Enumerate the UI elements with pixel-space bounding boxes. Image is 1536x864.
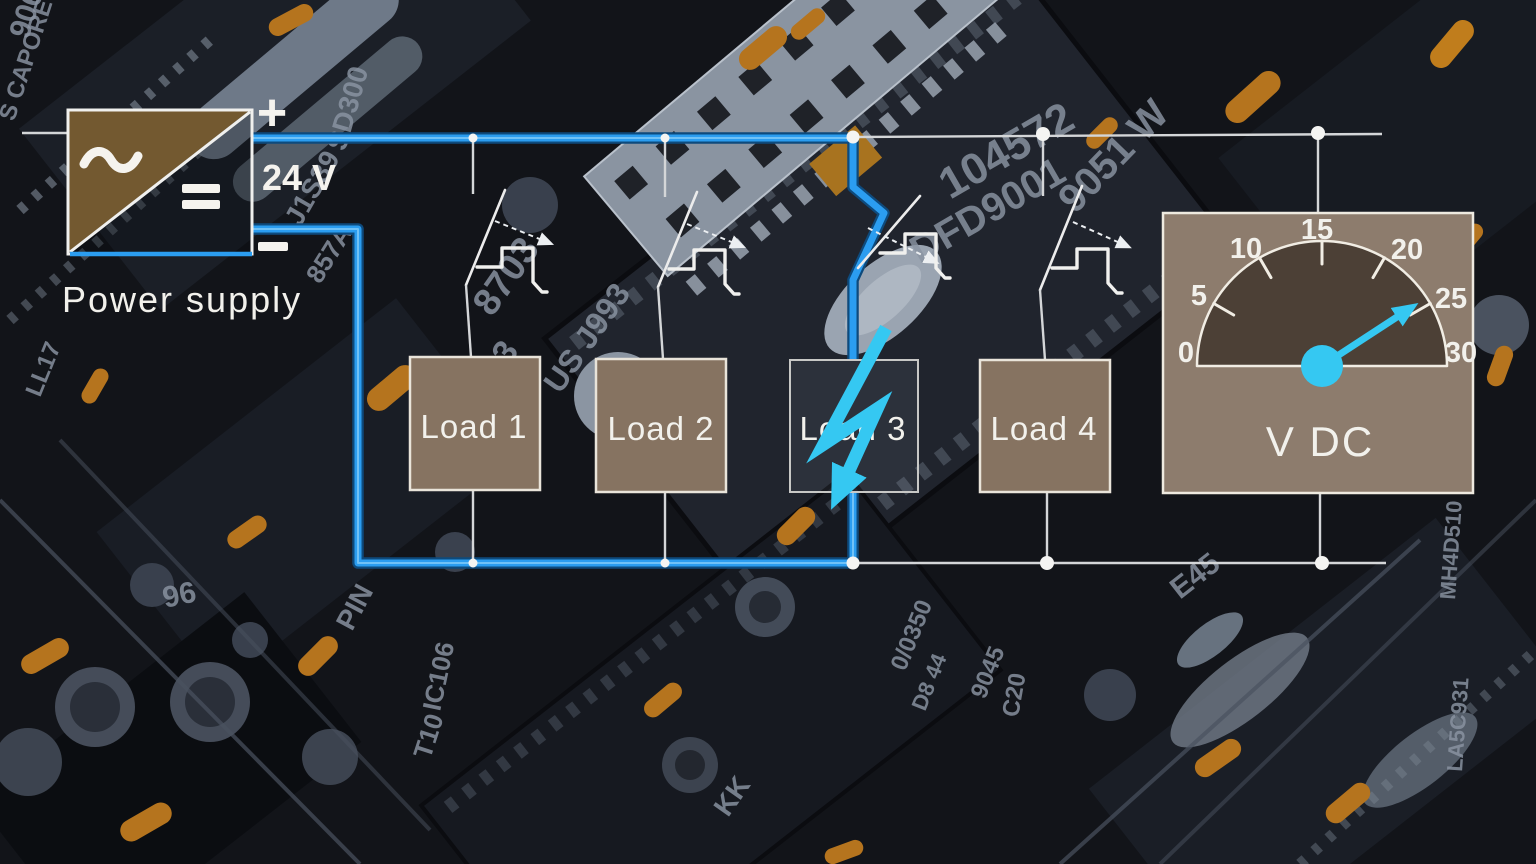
- junction-nodes: [468, 126, 1329, 570]
- positive-terminal-label: +: [257, 84, 287, 142]
- gauge-ticks: [1212, 239, 1432, 317]
- actuation-arrow-icon: [686, 223, 747, 249]
- actuator-linkage-icon: [475, 246, 549, 294]
- load-2: Load 2: [594, 357, 728, 494]
- neutral-bus-wires: [22, 131, 1386, 565]
- ac-waveform-icon: [79, 147, 143, 173]
- actuation-arrow-icon: [494, 220, 555, 246]
- load-1: Load 1: [408, 355, 542, 492]
- svg-text:15: 15: [1301, 214, 1333, 246]
- dc-symbol-icon: [182, 184, 220, 209]
- load-label: Load 4: [991, 410, 1098, 447]
- svg-text:0: 0: [1178, 337, 1194, 369]
- gauge-scale-numbers: 0 5 10 15 20 25 30: [1178, 214, 1477, 369]
- active-current-path: [252, 132, 890, 569]
- actuator-linkage-icon: [878, 232, 952, 280]
- short-circuit-lightning-arrow-icon: [806, 324, 893, 510]
- load-return-wires: [471, 490, 1049, 562]
- power-supply-label: Power supply: [62, 279, 302, 320]
- switch-load3: [856, 194, 952, 280]
- load-4: Load 4: [978, 358, 1112, 494]
- svg-text:30: 30: [1445, 337, 1477, 369]
- switch-load4: [1038, 134, 1132, 361]
- svg-text:25: 25: [1435, 283, 1467, 315]
- power-supply-symbol: + 24 V Power supply: [62, 84, 336, 320]
- svg-text:96: 96: [160, 576, 200, 615]
- load-label: Load 1: [421, 408, 528, 445]
- load-label: Load 2: [608, 410, 715, 447]
- voltmeter-wires: [1316, 133, 1322, 563]
- actuation-arrow-icon: [867, 227, 940, 264]
- voltage-label: 24 V: [262, 157, 336, 198]
- negative-terminal-icon: [258, 242, 288, 251]
- svg-text:5: 5: [1191, 280, 1207, 312]
- gauge-needle: [1326, 302, 1419, 365]
- voltmeter: 0 5 10 15 20 25 30 V DC: [1161, 211, 1477, 495]
- svg-text:10: 10: [1230, 233, 1262, 265]
- voltmeter-unit-label: V DC: [1266, 418, 1374, 465]
- gauge-face: [1195, 239, 1449, 368]
- switch-load2: [656, 138, 747, 360]
- svg-text:20: 20: [1391, 234, 1423, 266]
- actuator-linkage-icon: [667, 248, 741, 296]
- actuator-linkage-icon: [1050, 247, 1124, 295]
- switch-load1: [464, 138, 555, 358]
- needle-hub: [1301, 345, 1343, 387]
- actuation-arrow-icon: [1072, 221, 1132, 249]
